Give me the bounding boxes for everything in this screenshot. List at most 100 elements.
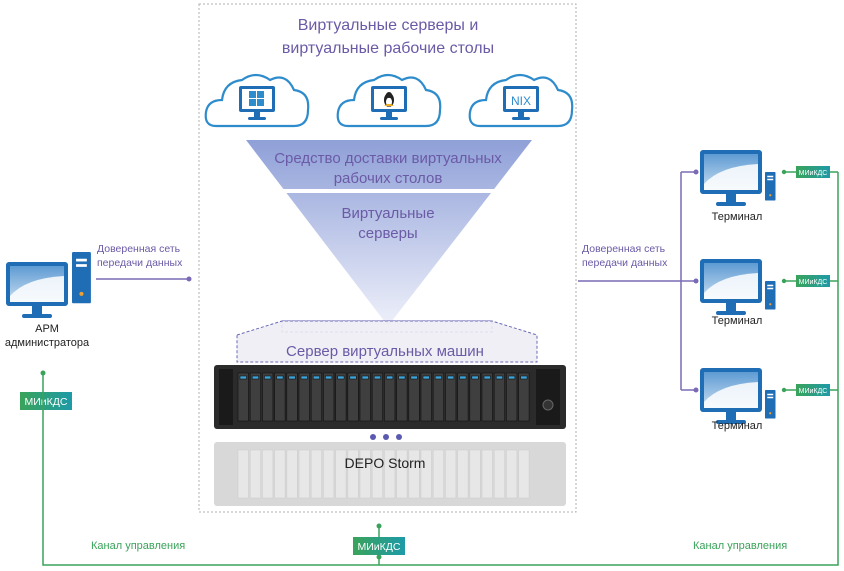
drive-bay	[396, 449, 408, 499]
center-badge-label: МИиКДС	[358, 541, 401, 553]
drive-bay	[506, 449, 518, 499]
cloud-linux	[336, 73, 442, 128]
drive-led	[239, 375, 247, 380]
terminal-1-badge-label: МИиКДС	[799, 170, 828, 177]
drive-bay	[347, 449, 359, 499]
drive-bay	[359, 449, 371, 499]
drive-bay	[408, 449, 420, 499]
terminal-3-tower-icon	[765, 390, 776, 419]
drive-bay	[457, 372, 469, 422]
server-rack	[214, 365, 566, 429]
drive-bay	[420, 372, 432, 422]
drive-bay	[298, 449, 310, 499]
drive-led	[459, 375, 467, 380]
drive-bay	[237, 372, 249, 422]
drive-led	[288, 375, 296, 380]
drive-bay	[384, 372, 396, 422]
drive-bay	[445, 372, 457, 422]
drive-led	[300, 375, 308, 380]
drive-led	[520, 375, 528, 380]
left-badge-label: МИиКДС	[25, 396, 68, 408]
terminal-3-control-node	[781, 387, 787, 393]
drive-bay	[237, 449, 249, 499]
drive-bay	[323, 372, 335, 422]
terminal-3-badge	[796, 384, 830, 396]
terminal-2-badge-label: МИиКДС	[799, 279, 828, 286]
drive-led	[471, 375, 479, 380]
terminal-2-badge	[796, 275, 830, 287]
drive-led	[508, 375, 516, 380]
drive-bay	[408, 372, 420, 422]
virtual-servers-line1: Виртуальные	[341, 205, 434, 222]
control-channel-line	[42, 172, 839, 566]
more-dot-3	[396, 434, 402, 440]
drive-bay	[310, 449, 322, 499]
terminal-1-monitor-icon	[700, 150, 762, 206]
drive-led	[398, 375, 406, 380]
terminal-1-tower-icon	[765, 172, 776, 201]
drive-led	[276, 375, 284, 380]
terminal-2-label: Терминал	[712, 315, 763, 327]
center-control-node-top	[376, 523, 382, 529]
drive-led	[386, 375, 394, 380]
delivery-line1: Средство доставки виртуальных	[274, 150, 502, 167]
left-badge	[20, 392, 72, 410]
bus-node-3	[693, 387, 699, 393]
drive-bay	[249, 372, 262, 422]
drive-bay	[298, 372, 310, 422]
cloud-windows	[204, 73, 310, 128]
terminal-3-label: Терминал	[712, 420, 763, 432]
control-channel-right-label: Канал управления	[693, 540, 787, 552]
admin-control-node	[40, 370, 46, 376]
drive-led	[447, 375, 455, 380]
terminal-1: Терминал	[700, 150, 776, 223]
drive-bay	[371, 372, 383, 422]
admin-label-line2: администратора	[5, 337, 90, 349]
vm-server-outline	[236, 320, 538, 363]
drive-bay	[384, 449, 396, 499]
terminal-1-control-node	[781, 169, 787, 175]
drive-bay	[457, 449, 469, 499]
admin-monitor-icon	[6, 262, 68, 318]
drive-bay	[347, 372, 359, 422]
admin-tower-icon	[72, 252, 91, 304]
storage-rack	[214, 442, 566, 506]
drive-bay	[481, 372, 493, 422]
center-control-node-bottom	[376, 554, 382, 560]
drive-bay	[506, 372, 518, 422]
drive-led	[434, 375, 442, 380]
drive-bay	[274, 372, 286, 422]
drive-led	[410, 375, 418, 380]
drive-led	[251, 375, 260, 380]
terminal-2-tower-icon	[765, 281, 776, 310]
terminal-3-badge-label: МИиКДС	[799, 388, 828, 395]
virtual-servers-line2: серверы	[358, 225, 417, 242]
terminal-3-monitor-icon	[700, 368, 762, 424]
storage-label: DEPO Storm	[345, 455, 426, 471]
right-network-line2: передачи данных	[582, 257, 668, 269]
drive-led	[349, 375, 357, 380]
title-line1: Виртуальные серверы и	[298, 17, 479, 34]
drive-led	[422, 375, 430, 380]
admin-label-line1: АРМ	[35, 323, 59, 335]
control-channel-left-label: Канал управления	[91, 540, 185, 552]
drive-bay	[396, 372, 408, 422]
right-network-line1: Доверенная сеть	[582, 243, 666, 255]
drive-bay	[481, 449, 493, 499]
drive-bay	[335, 449, 347, 499]
terminal-1-badge	[796, 166, 830, 178]
drive-led	[312, 375, 320, 380]
drive-bay	[323, 449, 335, 499]
left-network-line1: Доверенная сеть	[97, 243, 181, 255]
drive-led	[325, 375, 333, 380]
drive-bay	[493, 372, 506, 422]
left-network-node	[186, 276, 192, 282]
linux-icon	[384, 92, 394, 107]
nix-icon: NIX	[511, 94, 531, 108]
terminal-3: Терминал	[700, 368, 776, 432]
drive-bay	[359, 372, 371, 422]
drive-bay	[262, 372, 274, 422]
terminal-2-monitor-icon	[700, 259, 762, 315]
drive-bay	[310, 372, 322, 422]
